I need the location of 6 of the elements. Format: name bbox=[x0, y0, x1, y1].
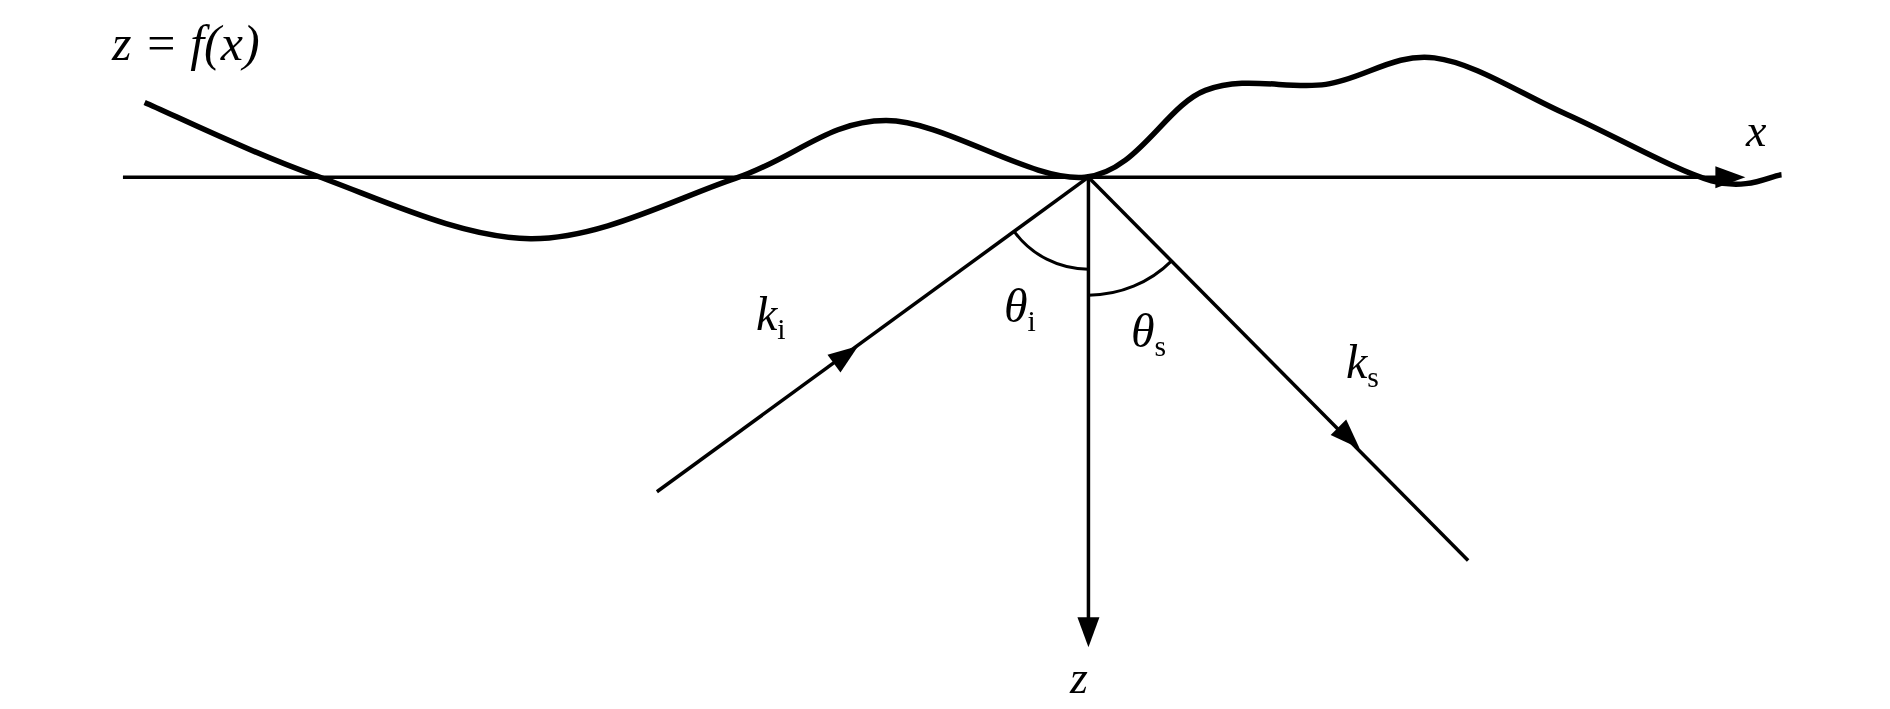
math-label: z bbox=[1070, 655, 1088, 701]
math-label: x bbox=[1746, 108, 1767, 154]
math-label: k$_{s}$ bbox=[1346, 338, 1379, 392]
math-label: k$_{i}$ bbox=[756, 290, 786, 344]
math-label: θ$_{s}$ bbox=[1131, 307, 1167, 361]
math-label: θ$_{i}$ bbox=[1004, 282, 1036, 336]
